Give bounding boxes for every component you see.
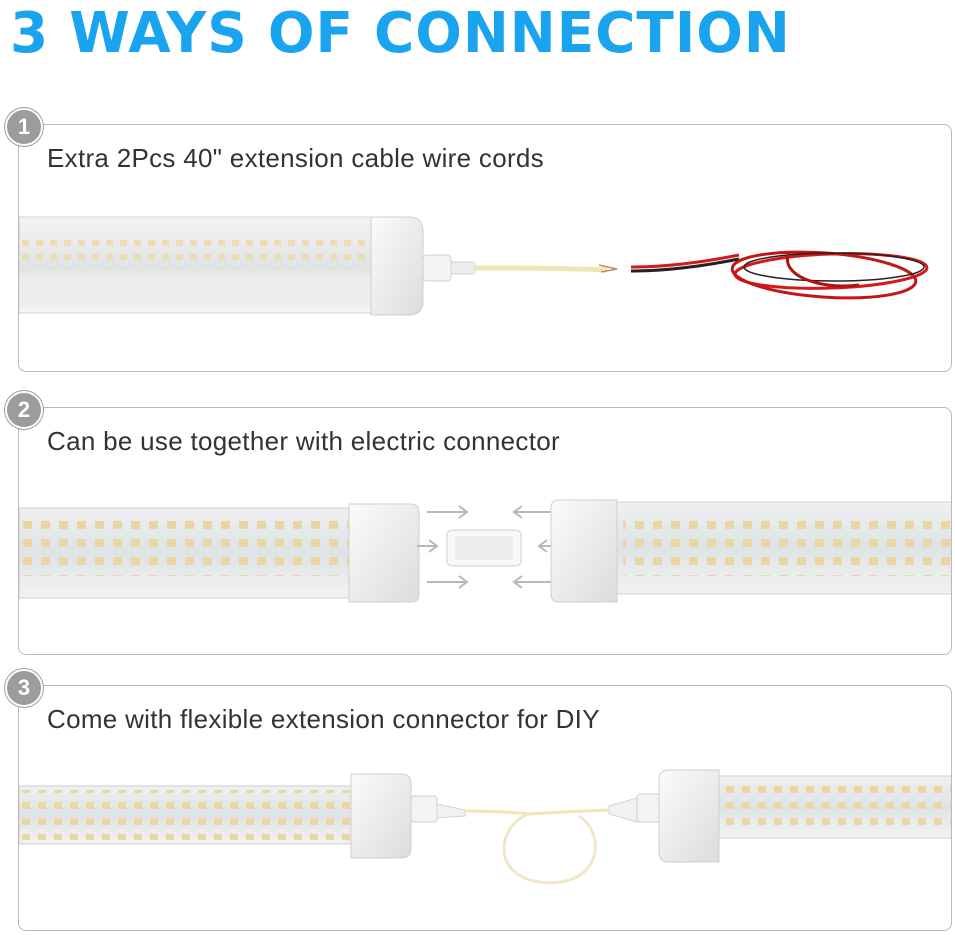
step-2-panel: Can be use together with electric connec… xyxy=(18,407,952,655)
tube-end-cap xyxy=(370,216,424,316)
step-1-illustration xyxy=(19,216,929,316)
left-end-cap xyxy=(348,503,420,603)
step-2-illustration xyxy=(19,499,951,603)
red-black-wire xyxy=(630,250,929,300)
step-3-illustration xyxy=(19,769,951,885)
right-end-cap xyxy=(658,769,720,863)
right-end-cap xyxy=(550,499,618,603)
step-1-caption: Extra 2Pcs 40" extension cable wire cord… xyxy=(47,143,544,173)
step-2-badge: 2 xyxy=(5,391,43,429)
step-3-caption: Come with flexible extension connector f… xyxy=(47,704,600,734)
step-2-caption: Can be use together with electric connec… xyxy=(47,426,560,456)
flexible-extension-wire xyxy=(464,808,610,885)
left-end-cap xyxy=(350,773,412,859)
step-3-panel: Come with flexible extension connector f… xyxy=(18,685,952,931)
step-3-badge: 3 xyxy=(5,669,43,707)
page-title: 3 WAYS OF CONNECTION xyxy=(10,1,791,66)
step-1-panel: Extra 2Pcs 40" extension cable wire cord… xyxy=(18,124,952,372)
step-1-badge: 1 xyxy=(5,108,43,146)
